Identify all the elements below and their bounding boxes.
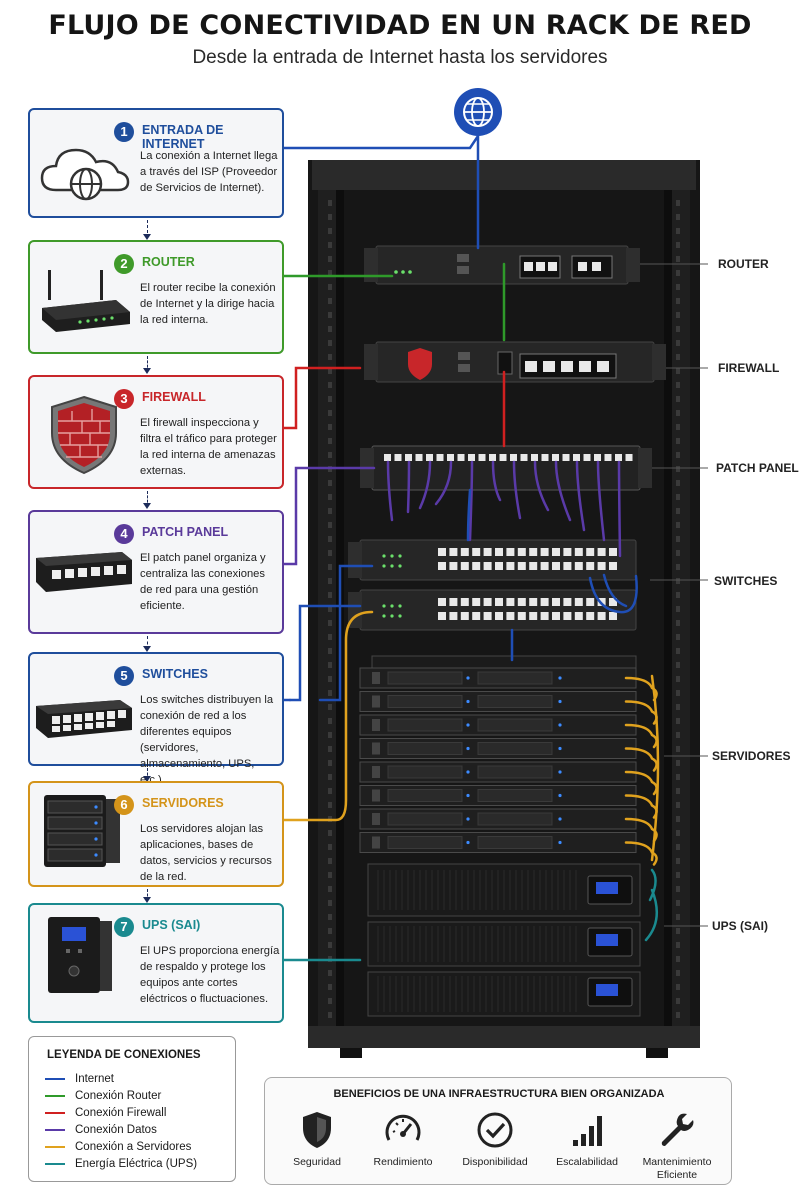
legend-item: Internet [45, 1071, 114, 1087]
step-title: ROUTER [142, 255, 195, 269]
patch-panel-unit [360, 445, 652, 491]
server-stack [359, 655, 637, 853]
benefit-item: Escalabilidad [541, 1110, 633, 1169]
connection-legend: LEYENDA DE CONEXIONES Internet Conexión … [28, 1036, 236, 1182]
step-card-internet: 1 ENTRADA DE INTERNET La conexión a Inte… [28, 108, 284, 218]
legend-title: LEYENDA DE CONEXIONES [47, 1049, 201, 1061]
bars-icon [573, 1116, 602, 1146]
step-card-servers: 6 SERVIDORES Los servidores alojan las a… [28, 781, 284, 887]
legend-item: Energía Eléctrica (UPS) [45, 1156, 197, 1172]
legend-item: Conexión Router [45, 1088, 161, 1104]
shield-brick-icon [51, 395, 117, 475]
rack-label-ups: UPS (SAI) [712, 919, 769, 933]
step-number: 7 [114, 917, 134, 937]
flow-arrow [143, 491, 151, 509]
step-description: El UPS proporciona energía de respaldo y… [140, 945, 280, 1005]
benefits-title: BENEFICIOS DE UNA INFRAESTRUCTURA BIEN O… [333, 1088, 665, 1100]
internet-globe-icon [454, 88, 502, 136]
flow-arrow [143, 768, 151, 782]
firewall-unit [364, 341, 666, 383]
switch-icon [36, 700, 132, 738]
legend-swatch [45, 1111, 65, 1115]
flow-arrow [143, 636, 151, 652]
step-title: SWITCHES [142, 667, 208, 681]
benefit-item: Rendimiento [357, 1110, 449, 1169]
legend-label: Conexión a Servidores [75, 1141, 192, 1153]
benefit-item: Mantenimiento Eficiente [631, 1110, 723, 1182]
benefit-item: Disponibilidad [449, 1110, 541, 1169]
flow-arrow [143, 356, 151, 374]
rack-label-firewall: FIREWALL [718, 361, 780, 375]
step-card-switches: 5 SWITCHES Los switches distribuyen la c… [28, 652, 284, 786]
step-number: 3 [114, 389, 134, 409]
step-title: FIREWALL [142, 390, 206, 404]
legend-label: Internet [75, 1073, 114, 1085]
flow-arrow [143, 889, 151, 903]
step-card-router: 2 ROUTER El router recibe la conexión de… [28, 240, 284, 354]
legend-label: Conexión Router [75, 1090, 162, 1102]
step-card-firewall: 3 FIREWALL El firewall inspecciona y fil… [28, 375, 284, 489]
ups-stack [367, 863, 641, 1017]
step-card-ups: 7 UPS (SAI) El UPS proporciona energía d… [28, 903, 284, 1023]
legend-swatch [45, 1162, 65, 1166]
step-description: Los servidores alojan las aplicaciones, … [140, 823, 272, 883]
step-description: El firewall inspecciona y filtra el tráf… [140, 417, 277, 477]
step-description: El router recibe la conexión de Internet… [140, 282, 276, 326]
step-description: El patch panel organiza y centraliza las… [140, 552, 266, 612]
server-icon [44, 795, 120, 867]
step-number: 5 [114, 666, 134, 686]
step-title: PATCH PANEL [142, 525, 229, 539]
legend-item: Conexión Datos [45, 1122, 157, 1138]
gauge-icon [385, 1114, 421, 1141]
benefit-label: Disponibilidad [462, 1156, 528, 1168]
step-number: 4 [114, 524, 134, 544]
step-card-patch-panel: 4 PATCH PANEL El patch panel organiza y … [28, 510, 284, 634]
legend-label: Conexión Datos [75, 1124, 157, 1136]
router-icon [42, 270, 130, 332]
step-title: ENTRADA DE INTERNET [142, 123, 224, 151]
legend-swatch [45, 1128, 65, 1132]
ups-icon [48, 917, 112, 993]
legend-item: Conexión a Servidores [45, 1139, 191, 1155]
legend-swatch [45, 1094, 65, 1098]
patch-panel-icon [36, 552, 132, 592]
shield-icon [303, 1112, 331, 1148]
benefit-item: Seguridad [271, 1110, 363, 1169]
rack-label-patch-panel: PATCH PANEL [716, 461, 799, 475]
benefit-label: Rendimiento [373, 1156, 433, 1168]
step-title: UPS (SAI) [142, 918, 201, 932]
legend-item: Conexión Firewall [45, 1105, 166, 1121]
benefit-label: Seguridad [293, 1156, 341, 1168]
step-description: Los switches distribuyen la conexión de … [140, 694, 274, 786]
wrench-icon [661, 1113, 694, 1146]
legend-swatch [45, 1077, 65, 1081]
switch-unit-1 [348, 539, 637, 581]
step-number: 2 [114, 254, 134, 274]
rack-label-servers: SERVIDORES [712, 749, 791, 763]
legend-label: Conexión Firewall [75, 1107, 167, 1119]
cloud-globe-icon [40, 148, 130, 201]
page-title: FLUJO DE CONECTIVIDAD EN UN RACK DE RED [48, 10, 752, 41]
page-subtitle: Desde la entrada de Internet hasta los s… [192, 47, 608, 68]
flow-arrow [143, 220, 151, 240]
benefit-label: Escalabilidad [556, 1156, 618, 1168]
step-number: 1 [114, 122, 134, 142]
benefits-panel: BENEFICIOS DE UNA INFRAESTRUCTURA BIEN O… [264, 1077, 732, 1185]
check-circle-icon [477, 1112, 513, 1148]
legend-swatch [45, 1145, 65, 1149]
router-unit [364, 245, 640, 285]
rack-label-switches: SWITCHES [714, 574, 778, 588]
benefit-label: Mantenimiento Eficiente [642, 1156, 712, 1181]
step-description: La conexión a Internet llega a través de… [140, 150, 278, 194]
step-title: SERVIDORES [142, 796, 224, 810]
step-number: 6 [114, 795, 134, 815]
switch-unit-2 [348, 589, 637, 631]
rack-label-router: ROUTER [718, 257, 769, 271]
legend-label: Energía Eléctrica (UPS) [75, 1158, 198, 1170]
